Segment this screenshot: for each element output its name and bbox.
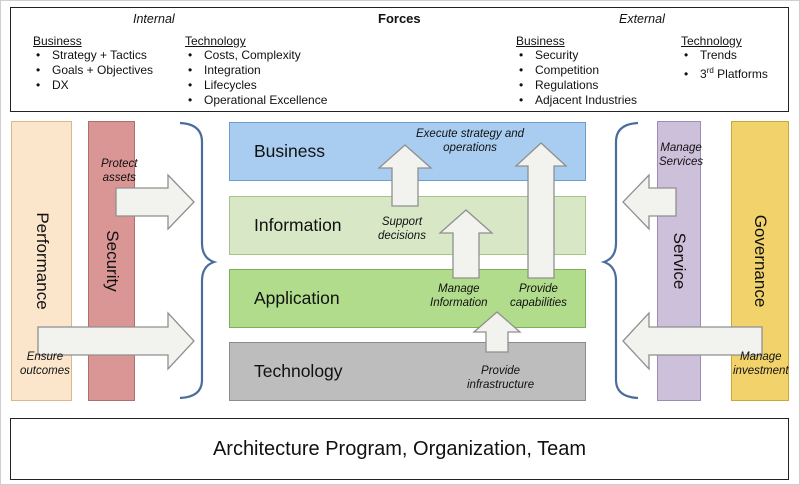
manage-information-note: Manage Information [430,282,488,310]
information-layer-label: Information [254,215,342,235]
note-line: assets [102,172,136,184]
arrow-up-icon [377,144,433,207]
external-business-group: Business Security Competition Regulation… [516,34,637,108]
note-line: Provide [481,365,521,377]
forces-box: Internal Forces External Business Strate… [10,7,789,112]
arrow-left-icon [622,311,763,371]
list-item: Security [516,48,637,63]
execute-strategy-note: Execute strategy and operations [416,127,524,155]
provide-infrastructure-note: Provide infrastructure [467,364,534,392]
business-layer-label: Business [254,141,326,161]
note-line: capabilities [510,297,567,309]
internal-business-title: Business [33,34,82,48]
ordinal-number: 3 [700,67,707,81]
internal-technology-group: Technology Costs, Complexity Integration… [185,34,327,108]
list-item: DX [33,78,153,93]
note-line: outcomes [20,365,70,377]
arrow-up-icon [514,142,568,279]
external-label: External [619,12,665,26]
note-line: Manage [740,351,782,363]
architecture-program-label: Architecture Program, Organization, Team [212,438,587,460]
ensure-outcomes-note: Ensure outcomes [20,350,70,378]
list-item: Lifecycles [185,78,327,93]
arrow-up-icon [472,311,522,353]
external-business-title: Business [516,34,565,48]
note-line: Protect [101,158,138,170]
list-item: Regulations [516,78,637,93]
arrow-left-icon [622,173,677,231]
architecture-program-box: Architecture Program, Organization, Team [10,418,789,480]
note-line: operations [443,142,497,154]
note-line: Manage [437,283,480,295]
list-item: Integration [185,63,327,78]
list-item: 3rd Platforms [681,63,768,82]
manage-services-note: Manage Services [659,141,703,169]
note-line: Provide [518,283,558,295]
note-line: infrastructure [467,379,535,391]
arrow-right-icon [115,173,195,231]
right-brace-icon [600,121,639,400]
list-item: Adjacent Industries [516,93,637,108]
list-item: Competition [516,63,637,78]
left-brace-icon [179,121,218,400]
note-line: Manage [660,142,702,154]
external-technology-title: Technology [681,34,742,48]
arrow-up-icon [438,209,494,279]
external-technology-group: Technology Trends 3rd Platforms [681,34,768,82]
list-item: Strategy + Tactics [33,48,153,63]
ordinal-suffix: rd [706,66,714,75]
manage-investment-note: Manage investment [733,350,789,378]
technology-layer: Technology [229,342,586,401]
forces-title: Forces [378,11,421,26]
internal-technology-title: Technology [185,34,246,48]
technology-layer-label: Technology [254,361,343,381]
application-layer: Application [229,269,586,328]
note-line: Execute strategy and [416,128,525,140]
support-decisions-note: Support decisions [378,215,426,243]
list-item: Trends [681,48,768,63]
platforms-text: Platforms [717,67,768,81]
arrow-right-icon [37,311,195,371]
note-line: Information [430,297,488,309]
internal-label: Internal [133,12,175,26]
internal-business-group: Business Strategy + Tactics Goals + Obje… [33,34,153,93]
protect-assets-note: Protect assets [101,157,137,185]
list-item: Operational Excellence [185,93,327,108]
list-item: Goals + Objectives [33,63,153,78]
provide-capabilities-note: Provide capabilities [510,282,567,310]
note-line: Ensure [26,351,64,363]
note-line: Services [659,156,704,168]
application-layer-label: Application [254,288,340,308]
note-line: investment [733,365,789,377]
note-line: Support [381,216,423,228]
note-line: decisions [378,230,426,242]
list-item: Costs, Complexity [185,48,327,63]
